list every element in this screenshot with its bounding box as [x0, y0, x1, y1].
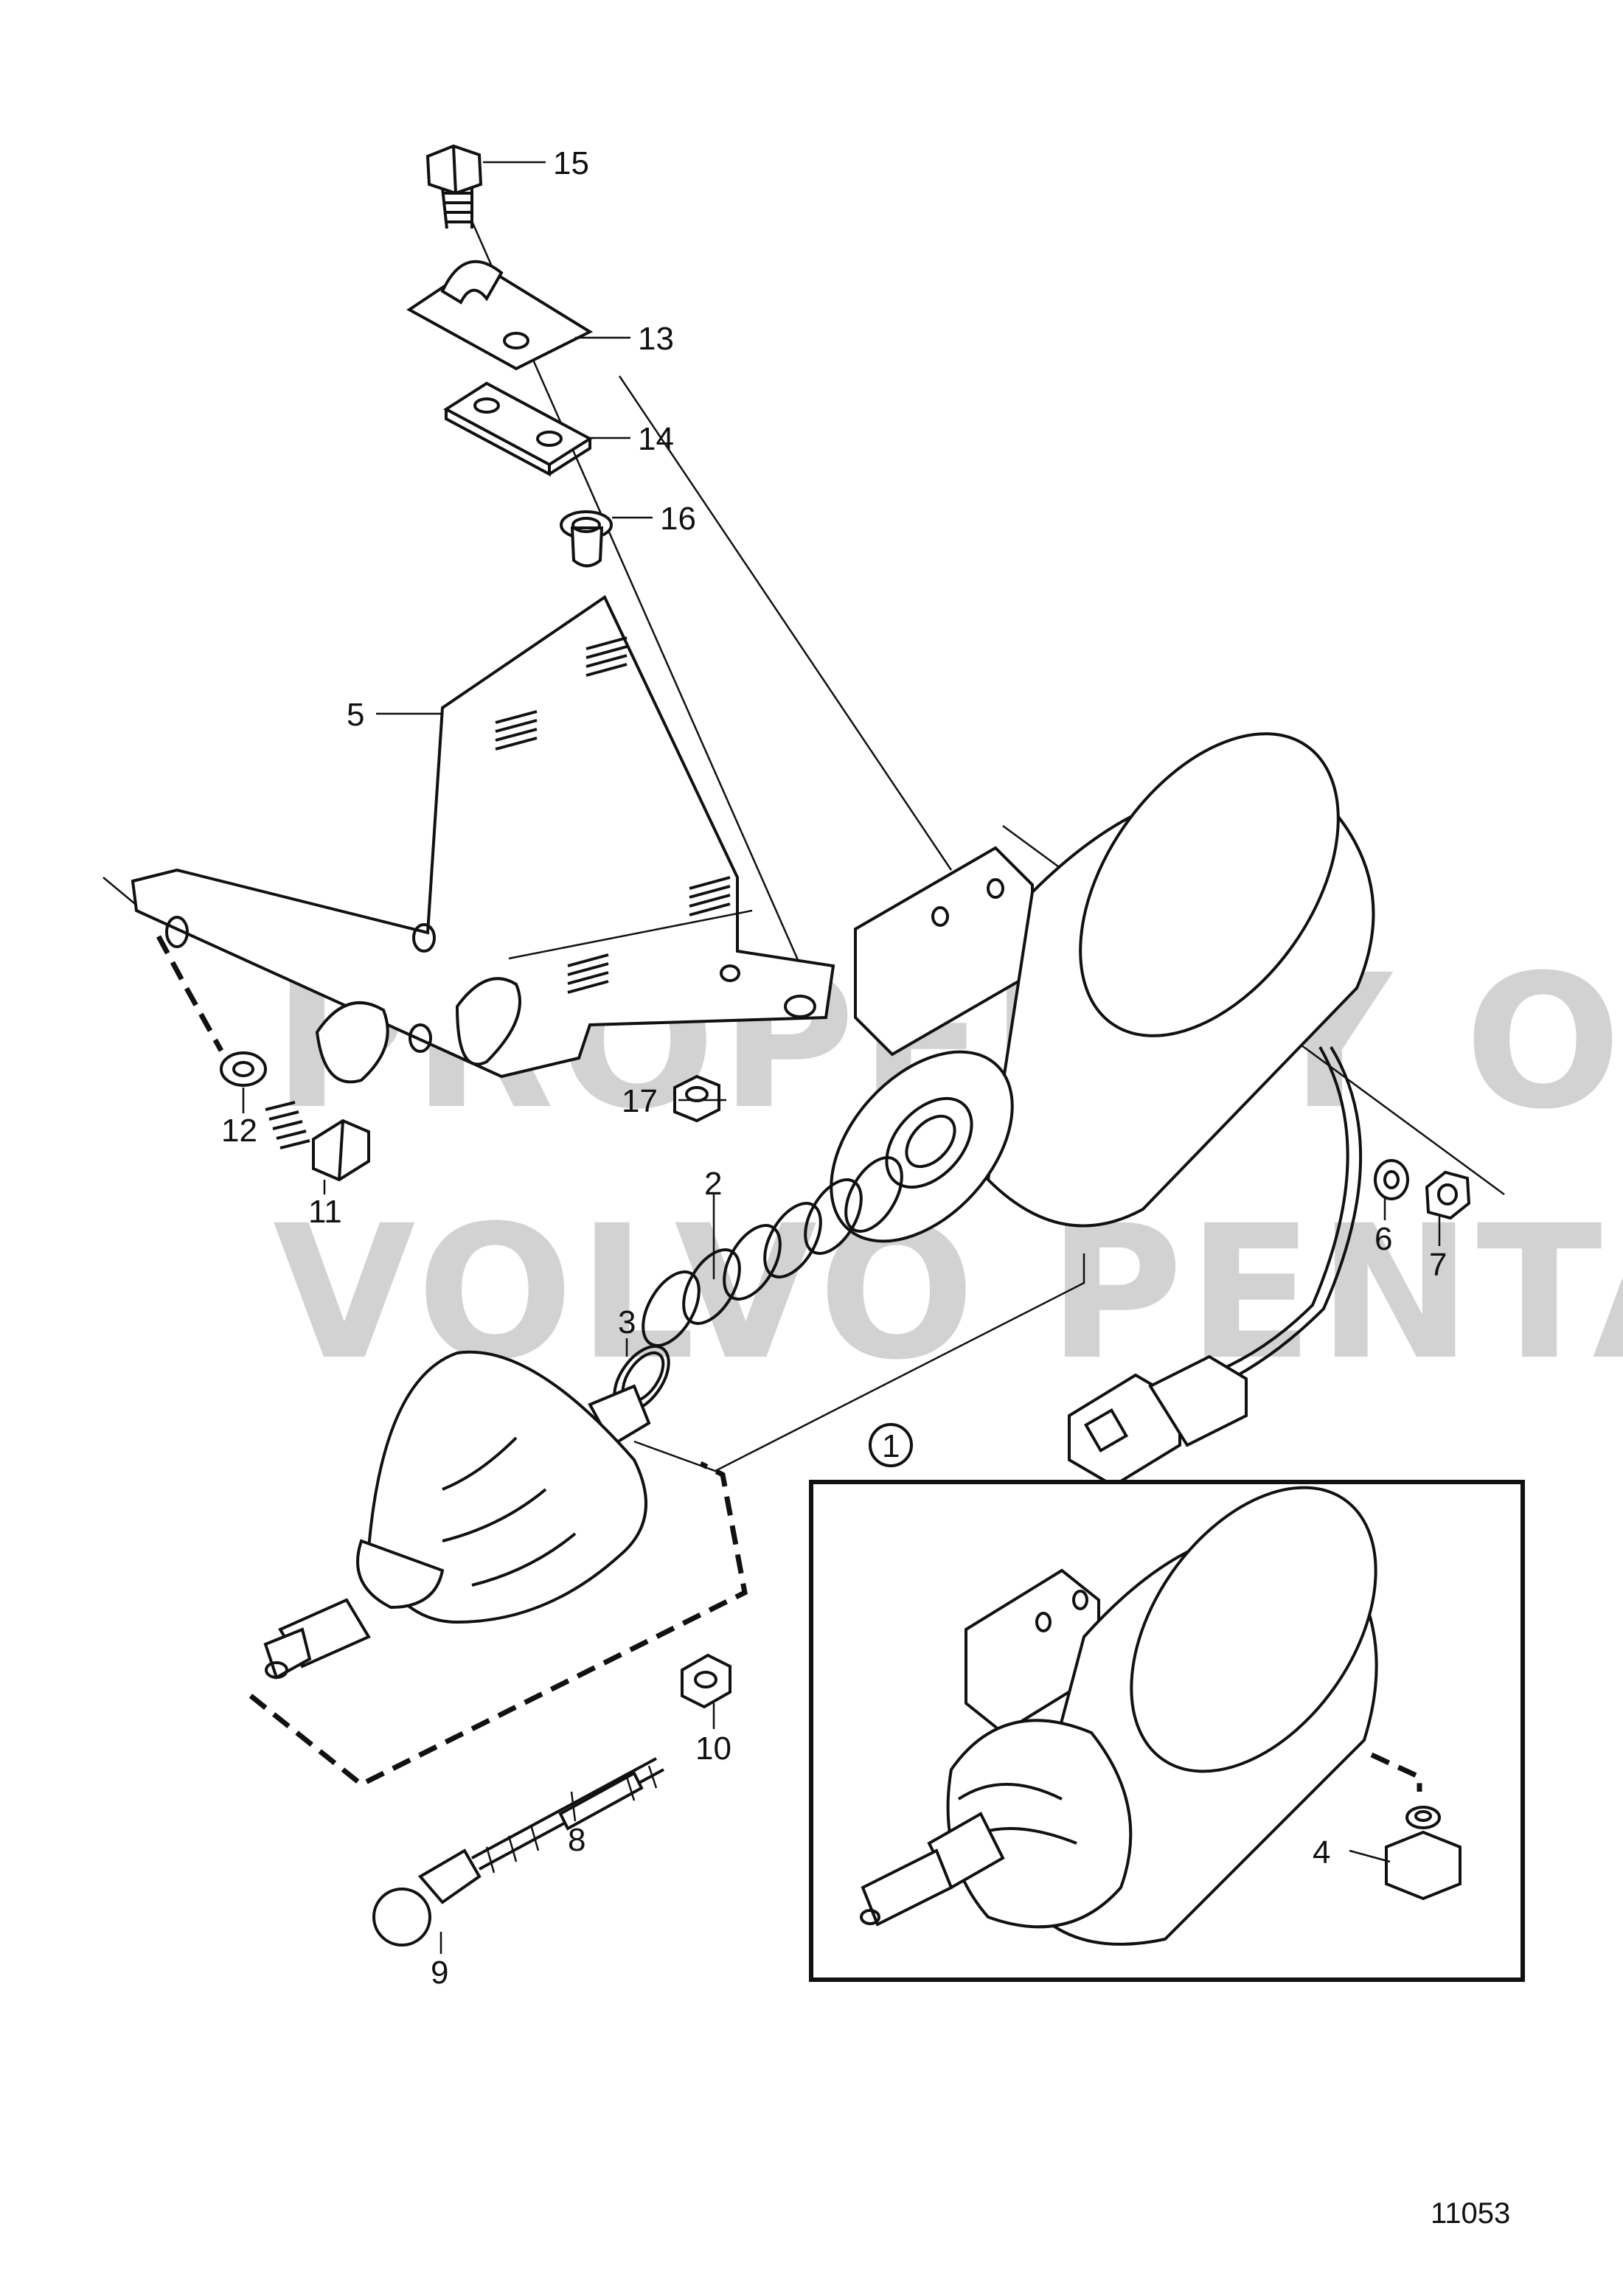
part-label-5: 5: [347, 697, 364, 733]
washer-12: [220, 1051, 267, 1087]
part-labels: 15 13 14 16 5 17 12 11 2 3 6 7 8 9 10 4 …: [221, 145, 1447, 1991]
inset-alternative-solenoid: [809, 1480, 1525, 1982]
part-label-11: 11: [308, 1194, 342, 1230]
bolt-15: [425, 144, 483, 229]
part-label-3: 3: [618, 1304, 636, 1340]
leader-8: [570, 1791, 577, 1822]
leader-4: [1349, 1849, 1391, 1863]
part-label-1: 1: [882, 1428, 900, 1464]
washer-6: [1374, 1159, 1409, 1200]
figure-number: 11053: [1431, 2197, 1510, 2230]
spring-2: [642, 1156, 903, 1347]
solenoid-main: [830, 732, 1375, 1243]
bracket-studs: [495, 636, 731, 994]
part-label-9: 9: [431, 1955, 448, 1991]
dash-line-screw: [156, 935, 224, 1052]
nut-10: [681, 1653, 731, 1709]
nut-7: [1425, 1170, 1471, 1220]
plunger-boot: [263, 1350, 651, 1680]
part-label-7: 7: [1429, 1247, 1447, 1283]
bracket-5: [131, 595, 835, 1084]
assembly-1-indicator: [633, 1253, 1085, 1472]
nut-17: [673, 1074, 720, 1123]
bushing-16: [560, 510, 613, 568]
part-label-17: 17: [622, 1083, 658, 1119]
part-label-14: 14: [638, 421, 674, 457]
part-label-15: 15: [553, 145, 589, 181]
screw-11: [265, 1101, 370, 1182]
part-label-8: 8: [568, 1822, 585, 1858]
dash-line-rod: [249, 1461, 748, 1788]
part-label-13: 13: [638, 321, 674, 357]
leader-lines: [242, 161, 1441, 1954]
part-label-6: 6: [1374, 1221, 1392, 1257]
clamp-13: [406, 260, 594, 371]
plate-14: [443, 381, 593, 477]
part-label-10: 10: [695, 1730, 731, 1767]
ball-joint-9: [372, 1848, 482, 1947]
part-label-4: 4: [1313, 1834, 1330, 1871]
part-label-2: 2: [704, 1166, 722, 1202]
solenoid-cable-connector: [1068, 1046, 1363, 1488]
part-label-12: 12: [221, 1113, 257, 1149]
part-label-16: 16: [660, 501, 696, 537]
rod-8: [471, 1757, 664, 1874]
circled-label-ring: [869, 1423, 913, 1467]
